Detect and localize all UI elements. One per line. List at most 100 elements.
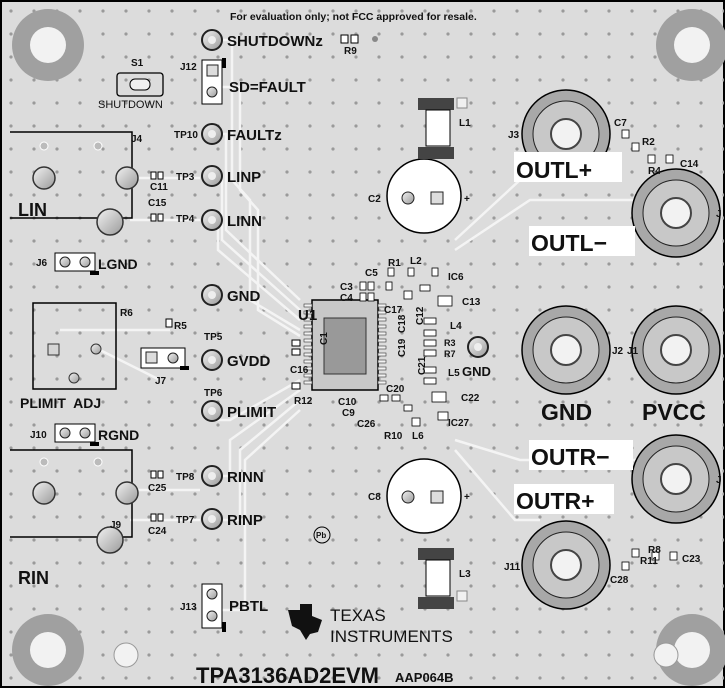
r10-ref: R10 <box>384 431 403 442</box>
c7-ref: C7 <box>614 118 627 129</box>
u1-amplifier-ic: U1 <box>298 299 387 391</box>
ti-logo: TEXAS INSTRUMENTS <box>288 604 453 646</box>
shutdown-switch[interactable]: S1 SHUTDOWN <box>98 58 164 111</box>
binding-post-j11[interactable]: J11 <box>504 520 611 610</box>
jumper-j13[interactable] <box>201 583 226 632</box>
outr-plus-label: OUTR+ <box>516 488 595 514</box>
outl-minus-label: OUTL− <box>531 230 607 256</box>
r11-ref: R11 <box>640 556 658 567</box>
binding-post-j5[interactable]: J <box>631 168 722 258</box>
j8-ref: J <box>716 475 722 486</box>
j1-ref: J1 <box>627 346 639 357</box>
jack-rin-label: RIN <box>18 568 49 588</box>
c26-ref: C26 <box>357 419 376 430</box>
c10-ref: C10 <box>338 397 357 408</box>
l4-ref: L4 <box>450 321 462 332</box>
c9-ref: C9 <box>342 408 355 419</box>
bulk-cap-c8: C8 + <box>368 458 470 534</box>
plimit-potentiometer[interactable]: R6 PLIMIT ADJ <box>20 302 133 411</box>
testpoint-ref: TP5 <box>204 332 223 343</box>
testpoint-ref: J12 <box>180 62 197 73</box>
testpoint-shutdownz[interactable]: SHUTDOWNz <box>201 29 323 51</box>
rin-jack: RIN J9 <box>10 449 139 588</box>
c28-ref: C28 <box>610 575 629 586</box>
c25-ref: C25 <box>148 483 167 494</box>
bulk-cap-c2: C2 + <box>368 158 470 234</box>
input-caps: C11 C15 C25 C24 <box>148 171 168 537</box>
c19-ref: C19 <box>397 338 408 357</box>
gnd-center-label: GND <box>462 364 491 379</box>
c12-ref: C12 <box>415 306 426 325</box>
testpoint-pbtl: J13 PBTL <box>180 598 268 615</box>
ic6-ref: IC6 <box>448 272 464 283</box>
binding-post-j2[interactable]: J2 <box>521 305 624 395</box>
jumper-j12[interactable] <box>201 58 226 105</box>
r5-ref: R5 <box>174 321 187 332</box>
c22-ref: C22 <box>461 393 480 404</box>
j6-ref: J6 <box>36 258 48 269</box>
j10-ref: J10 <box>30 430 47 441</box>
c13-ref: C13 <box>462 297 481 308</box>
fcc-notice: For evaluation only; not FCC approved fo… <box>230 11 477 23</box>
pvcc-post-label: PVCC <box>642 399 706 425</box>
testpoint-gnd[interactable]: GND <box>201 284 261 306</box>
r3-ref: R3 <box>444 338 456 348</box>
l1-ref: L1 <box>459 118 471 129</box>
testpoint-label: LINN <box>227 213 262 230</box>
inductor-l3: L3 <box>418 548 471 609</box>
testpoint-label: RINP <box>227 512 263 529</box>
testpoint-gvdd[interactable]: TP5 GVDD <box>201 332 271 371</box>
c23-ref: C23 <box>682 554 701 565</box>
l2-ref: L2 <box>410 256 422 267</box>
c1-ref: C1 <box>319 332 330 345</box>
binding-post-j1[interactable]: J1 <box>627 305 721 395</box>
j9-ref: J9 <box>110 520 122 531</box>
ic27-ref: IC27 <box>448 418 470 429</box>
c8-ref: C8 <box>368 492 381 503</box>
c3-ref: C3 <box>340 282 353 293</box>
gnd-post-label: GND <box>541 399 592 425</box>
testpoint-faultz[interactable]: TP10 FAULTz <box>174 123 282 145</box>
testpoint-label: GND <box>227 288 261 305</box>
jumper-j6[interactable]: J6 LGND <box>36 252 138 275</box>
binding-post-j8[interactable]: J <box>631 434 722 524</box>
testpoint-rinp[interactable]: TP7 RINP <box>176 508 263 530</box>
jumper-j10[interactable]: J10 RGND <box>30 423 139 446</box>
inductor-l1: L1 <box>418 97 471 159</box>
c18-ref: C18 <box>397 314 408 333</box>
plus-mark: + <box>464 492 470 503</box>
testpoint-plimit[interactable]: TP6 PLIMIT <box>201 388 276 422</box>
r8-ref: R8 <box>648 545 661 556</box>
mounting-holes <box>12 9 725 686</box>
rgnd-label: RGND <box>98 427 139 443</box>
testpoint-label: SHUTDOWNz <box>227 33 323 50</box>
testpoint-rinn[interactable]: TP8 RINN <box>176 465 264 487</box>
board-part-number: TPA3136AD2EVM <box>196 663 379 688</box>
l3-ref: L3 <box>459 569 471 580</box>
testpoint-linn[interactable]: TP4 LINN <box>176 209 262 231</box>
r1-ref: R1 <box>388 258 401 269</box>
r2-ref: R2 <box>642 137 655 148</box>
c16-ref: C16 <box>290 365 309 376</box>
logo-instruments: INSTRUMENTS <box>330 627 453 646</box>
testpoint-label: GVDD <box>227 353 271 370</box>
testpoint-ref: TP8 <box>176 472 195 483</box>
texas-state-icon <box>288 604 322 640</box>
logo-texas: TEXAS <box>330 606 386 625</box>
jack-lin-label: LIN <box>18 200 47 220</box>
r9-ref: R9 <box>344 46 357 57</box>
s1-label: SHUTDOWN <box>98 99 163 111</box>
testpoint-linp[interactable]: TP3 LINP <box>176 165 261 187</box>
c11-ref: C11 <box>150 182 168 193</box>
j5-ref: J <box>716 209 722 220</box>
j2-ref: J2 <box>612 346 624 357</box>
testpoint-ref: TP7 <box>176 515 195 526</box>
testpoint-ref: TP4 <box>176 214 195 225</box>
testpoint-gnd-center[interactable]: GND <box>462 336 491 379</box>
j11-ref: J11 <box>504 562 521 573</box>
c5-ref: C5 <box>365 268 378 279</box>
testpoint-ref: TP6 <box>204 388 223 399</box>
jumper-j7[interactable]: J7 <box>140 347 189 387</box>
c17-ref: C17 <box>384 305 403 316</box>
u1-ref: U1 <box>298 307 317 324</box>
